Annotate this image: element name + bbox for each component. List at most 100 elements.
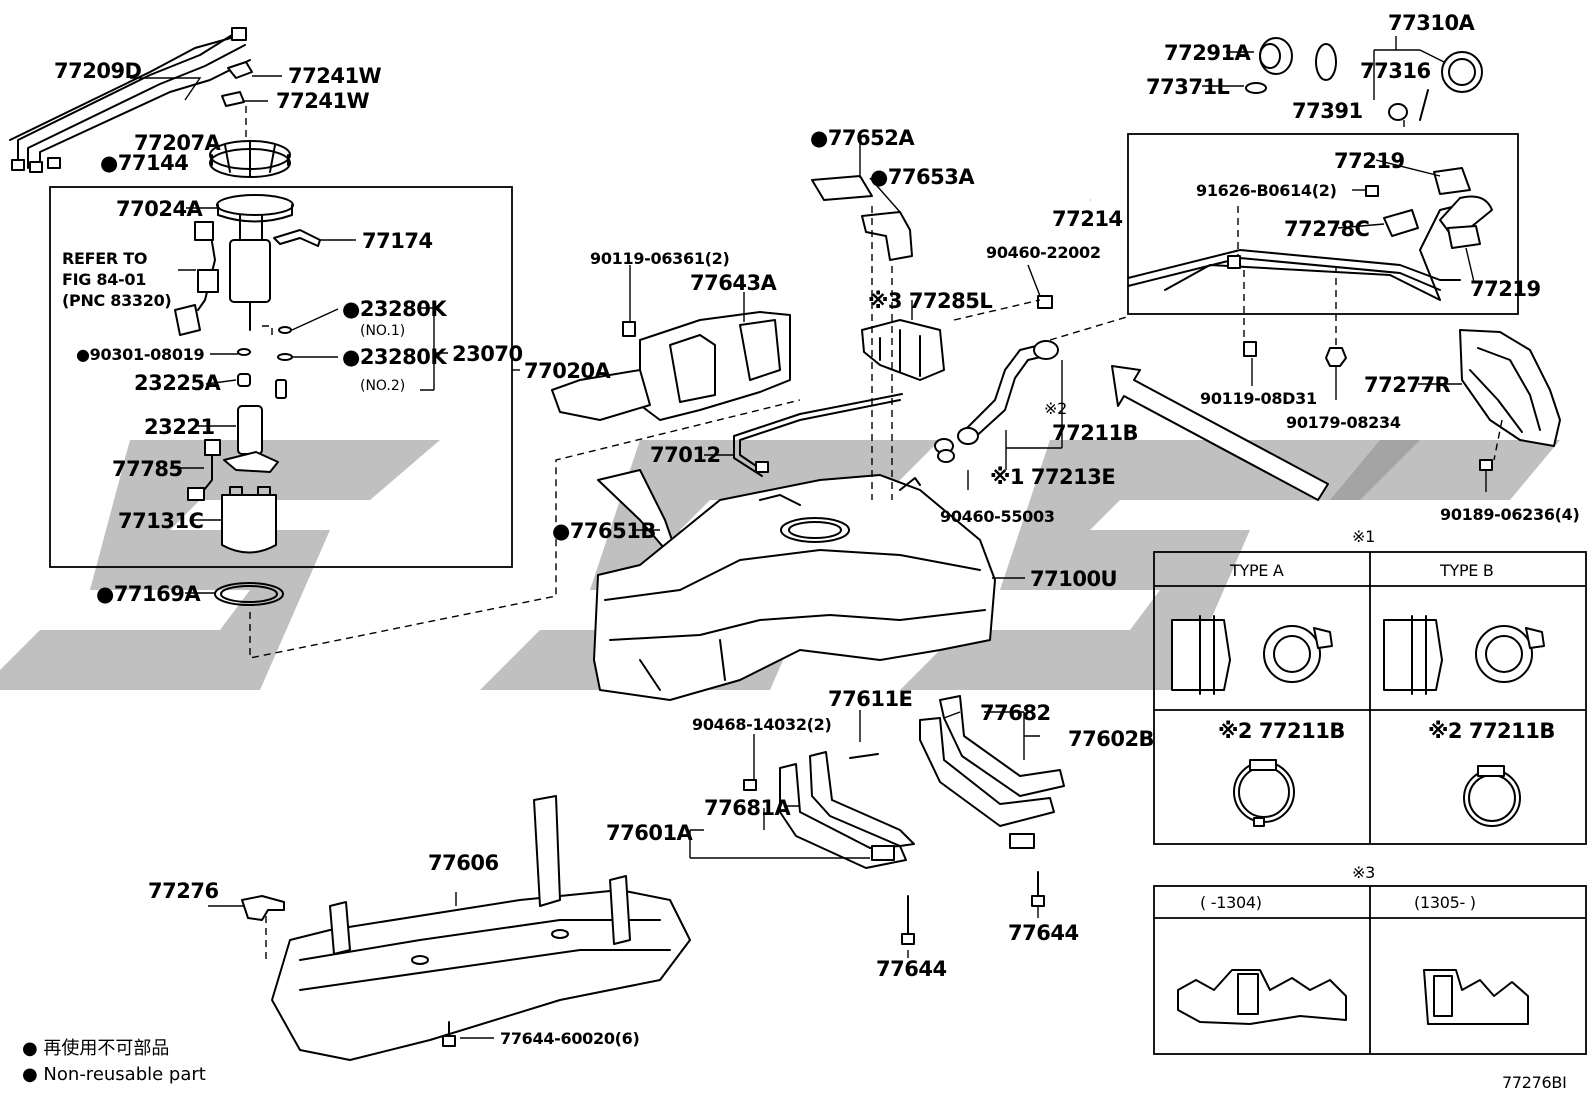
label-77207A: 77207A (134, 131, 222, 155)
label-77606: 77606 (428, 851, 499, 875)
label-90468: 90468-14032(2) (692, 715, 832, 734)
bracket-77276[interactable] (241, 895, 285, 921)
figure-id: 77276BI (1502, 1073, 1567, 1092)
gaskets-23280K[interactable] (237, 326, 293, 361)
label-90119-08D31: 90119-08D31 (1200, 389, 1317, 408)
label-77651B: ●77651B (552, 519, 656, 543)
label-77285L: ※3 77285L (868, 289, 992, 313)
install-direction-arrow (1111, 365, 1329, 501)
fuel-pump-parts[interactable] (187, 373, 287, 501)
clamp-77219[interactable] (1433, 167, 1481, 249)
table-texts: ※1 TYPE A TYPE B ※2 77211B ※2 77211B ※3 … (1200, 527, 1555, 912)
hose-77213E[interactable] (934, 340, 1059, 463)
type-b-connector-icon (1383, 615, 1545, 695)
pad-77652A[interactable] (811, 175, 873, 201)
hose-clamp-icon-b (1463, 765, 1521, 827)
clamp-old-icon (1177, 969, 1347, 1025)
pump-bracket-77024A[interactable] (174, 194, 294, 336)
fuel-pump-cup-77131C[interactable] (221, 486, 277, 554)
band-77681A[interactable] (779, 751, 915, 869)
label-77144: ●77144 (100, 151, 188, 175)
filler-pipe-box (1127, 133, 1519, 315)
label-77310A: 77310A (1388, 11, 1476, 35)
label-23225A: 23225A (134, 371, 222, 395)
gasket-77169A[interactable] (214, 582, 284, 606)
bolt-77644-60020[interactable] (442, 1021, 456, 1047)
table1-col-b: TYPE B (1439, 561, 1494, 580)
clip-77241W[interactable] (221, 61, 253, 107)
bolts-group[interactable] (1037, 185, 1493, 471)
label-77316: 77316 (1360, 59, 1431, 83)
label-77169A: ●77169A (96, 582, 201, 606)
label-mark2: ※2 (1044, 399, 1067, 418)
label-77644-b: 77644 (1008, 921, 1079, 945)
hose-clamp-icon-a (1233, 759, 1295, 827)
label-23221: 23221 (144, 415, 215, 439)
label-refer-3: (PNC 83320) (62, 291, 171, 310)
clamp-77285L[interactable] (861, 319, 945, 381)
label-no1: (NO.1) (360, 323, 405, 339)
band-77682[interactable] (919, 695, 1065, 849)
table3-mark: ※3 (1352, 863, 1375, 882)
cap-parts[interactable] (1245, 37, 1483, 121)
label-77391: 77391 (1292, 99, 1363, 123)
label-90460-55003: 90460-55003 (940, 507, 1055, 526)
label-77020A: 77020A (524, 359, 612, 383)
detail-table-1 (1153, 551, 1587, 845)
label-77278C: 77278C (1284, 217, 1370, 241)
table3-col-a: ( -1304) (1200, 893, 1262, 912)
label-77653A: ●77653A (870, 165, 975, 189)
label-90119-06361: 90119-06361(2) (590, 249, 730, 268)
part-labels: 77209D 77241W 77241W 77207A ●77144 77024… (54, 11, 1580, 1048)
type-a-connector-icon (1171, 615, 1333, 695)
label-77602B: 77602B (1068, 727, 1154, 751)
label-77291A: 77291A (1164, 41, 1252, 65)
label-23070: 23070 (452, 342, 523, 366)
label-77219-a: 77219 (1334, 149, 1405, 173)
label-77601A: 77601A (606, 821, 694, 845)
label-77682: 77682 (980, 701, 1051, 725)
label-77012: 77012 (650, 443, 721, 467)
label-77174: 77174 (362, 229, 433, 253)
label-77211B: 77211B (1052, 421, 1138, 445)
label-77100U: 77100U (1030, 567, 1117, 591)
label-77681A: 77681A (704, 796, 792, 820)
label-77644-60020: 77644-60020(6) (500, 1029, 640, 1048)
fuel-tank-77100U[interactable] (593, 474, 996, 701)
bolts-77644[interactable] (743, 753, 1045, 945)
label-77131C: 77131C (118, 509, 204, 533)
clamp-new-icon (1423, 969, 1529, 1025)
label-23280K-a: ●23280K (342, 297, 447, 321)
protector-77643A[interactable] (551, 311, 791, 421)
label-77213E: ※1 77213E (990, 465, 1115, 489)
label-77276: 77276 (148, 879, 219, 903)
label-77611E: 77611E (828, 687, 912, 711)
label-90189-06236: 90189-06236(4) (1440, 505, 1580, 524)
legend: ● 再使用不可部品 ● Non-reusable part (22, 1038, 206, 1085)
label-77785: 77785 (112, 457, 183, 481)
pad-77653A[interactable] (861, 211, 913, 261)
detail-table-3 (1153, 885, 1587, 1055)
bracket-77278C[interactable] (1383, 209, 1419, 237)
filler-pipe-77214[interactable] (1127, 195, 1493, 301)
label-77371L: 77371L (1146, 75, 1230, 99)
dashed-assembly-lines (245, 106, 1503, 960)
label-77652A: ●77652A (810, 126, 915, 150)
label-77644-a: 77644 (876, 957, 947, 981)
table3-col-b: (1305- ) (1414, 893, 1476, 912)
vent-tube-77012[interactable] (733, 393, 903, 477)
label-77241W-a: 77241W (288, 64, 382, 88)
label-90179-08234: 90179-08234 (1286, 413, 1401, 432)
label-refer-2: FIG 84-01 (62, 270, 146, 289)
tank-protector-77606[interactable] (271, 795, 691, 1061)
fuel-line-77209D[interactable] (9, 27, 251, 173)
legend-line-en: ● Non-reusable part (22, 1064, 206, 1085)
protector-77277R[interactable] (1459, 329, 1561, 447)
retainer-ring-77144[interactable] (209, 140, 291, 178)
label-77214: 77214 (1052, 207, 1123, 231)
label-77209D: 77209D (54, 59, 142, 83)
gauge-clip-77174[interactable] (273, 229, 321, 247)
label-91626: 91626-B0614(2) (1196, 181, 1337, 200)
table1-row2-a: ※2 77211B (1218, 719, 1345, 743)
